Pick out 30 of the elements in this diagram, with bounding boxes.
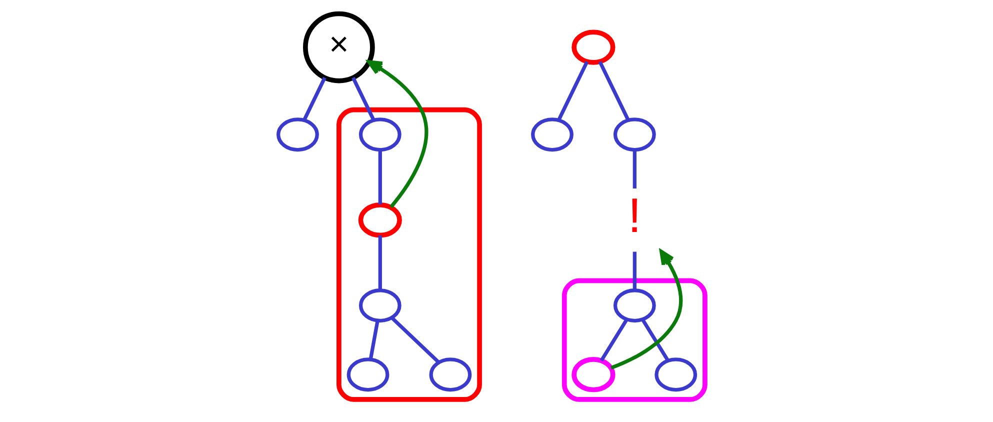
node-text: ! (628, 188, 642, 243)
connector (641, 318, 670, 362)
connector (368, 320, 380, 359)
connector (557, 60, 589, 120)
node-circle (531, 117, 574, 152)
node-circle (572, 356, 616, 392)
connector (351, 76, 376, 120)
cluster (562, 278, 708, 402)
connector (632, 251, 636, 290)
node-circle (429, 357, 472, 392)
node-circle: × (303, 10, 375, 83)
connector (302, 76, 326, 120)
connector (378, 149, 382, 204)
node-circle (358, 288, 402, 322)
node-circle (358, 117, 402, 152)
arrow (367, 60, 428, 208)
connector (598, 60, 630, 120)
node-circle (572, 29, 616, 64)
node-circle (654, 357, 698, 392)
connector (390, 316, 440, 363)
node-circle (613, 117, 656, 152)
cluster (336, 106, 482, 402)
node-circle (358, 202, 402, 238)
connector (632, 149, 636, 188)
node-circle (613, 288, 656, 322)
node-circle (276, 117, 319, 152)
connector (378, 234, 382, 290)
arrow (610, 249, 683, 370)
connector (600, 318, 628, 362)
node-circle (346, 357, 390, 392)
